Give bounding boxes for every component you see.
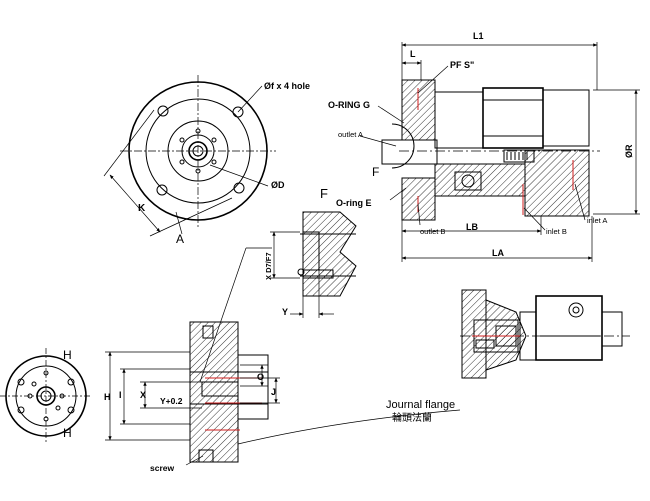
k-dim-label: K (138, 203, 146, 214)
j-dim-label: J (271, 387, 276, 397)
x-dim-label: X (140, 390, 146, 400)
h-bottom-label: H (63, 426, 72, 440)
flange-front-view (103, 75, 276, 237)
inlet-a-label: inlet A (587, 216, 607, 225)
h-top-label: H (63, 348, 72, 362)
diameter-d-label: ØD (271, 180, 285, 190)
outlet-b-label: outlet B (420, 227, 445, 236)
screw-label: screw (150, 463, 174, 473)
journal-flange-zh-label: 輪頭法蘭 (392, 411, 432, 424)
journal-flange-section (105, 247, 461, 466)
inlet-b-label: inlet B (546, 227, 567, 236)
outlet-a-label: outlet A (338, 130, 363, 139)
small-flange-view (0, 348, 92, 444)
hole-callout: Øf x 4 hole (264, 81, 310, 91)
la-dim-label: LA (492, 248, 504, 258)
y-plus-tolerance-label: Y+0.2 (160, 396, 183, 406)
x-tolerance-label: X D7/F7 (264, 252, 273, 280)
l1-dim-label: L1 (473, 31, 484, 41)
pf-thread-label: PF S" (450, 60, 474, 70)
l-dim-label: L (410, 49, 416, 59)
y-dim-label: Y (282, 307, 288, 317)
detail-f-title: F (320, 186, 328, 201)
h-dim-label: H (104, 392, 111, 402)
lb-dim-label: LB (466, 222, 478, 232)
assembly-view (460, 289, 630, 379)
oring-g-label: O-RING G (328, 100, 370, 110)
oring-e-label: O-ring E (336, 198, 372, 208)
section-a-label: A (176, 232, 184, 246)
diameter-r-label: ØR (624, 144, 634, 158)
i-dim-label: I (119, 390, 122, 400)
side-section-view (359, 42, 640, 262)
detail-f-view (270, 211, 357, 318)
f-marker-label: F (372, 165, 379, 179)
o-dim-label: O (257, 372, 264, 382)
journal-flange-label: Journal flange (386, 399, 455, 411)
